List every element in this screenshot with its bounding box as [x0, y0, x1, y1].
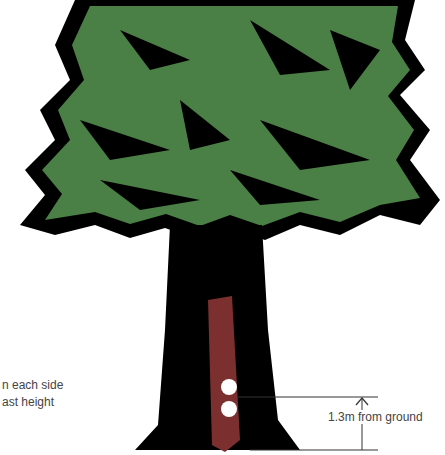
bark-stripe	[208, 296, 240, 452]
leader-line	[238, 397, 378, 398]
dimension-label: 1.3m from ground	[326, 410, 425, 424]
canopy-shading	[80, 20, 380, 210]
note-text: ast height	[2, 395, 54, 409]
note-text: n each side	[2, 378, 63, 392]
dimension-line	[362, 399, 363, 450]
ground-line	[250, 450, 378, 451]
canopy-foliage	[42, 6, 420, 226]
canopy-outline	[20, 0, 440, 240]
measure-dot	[221, 379, 237, 395]
measure-dot	[221, 401, 237, 417]
arrowhead	[356, 398, 368, 405]
